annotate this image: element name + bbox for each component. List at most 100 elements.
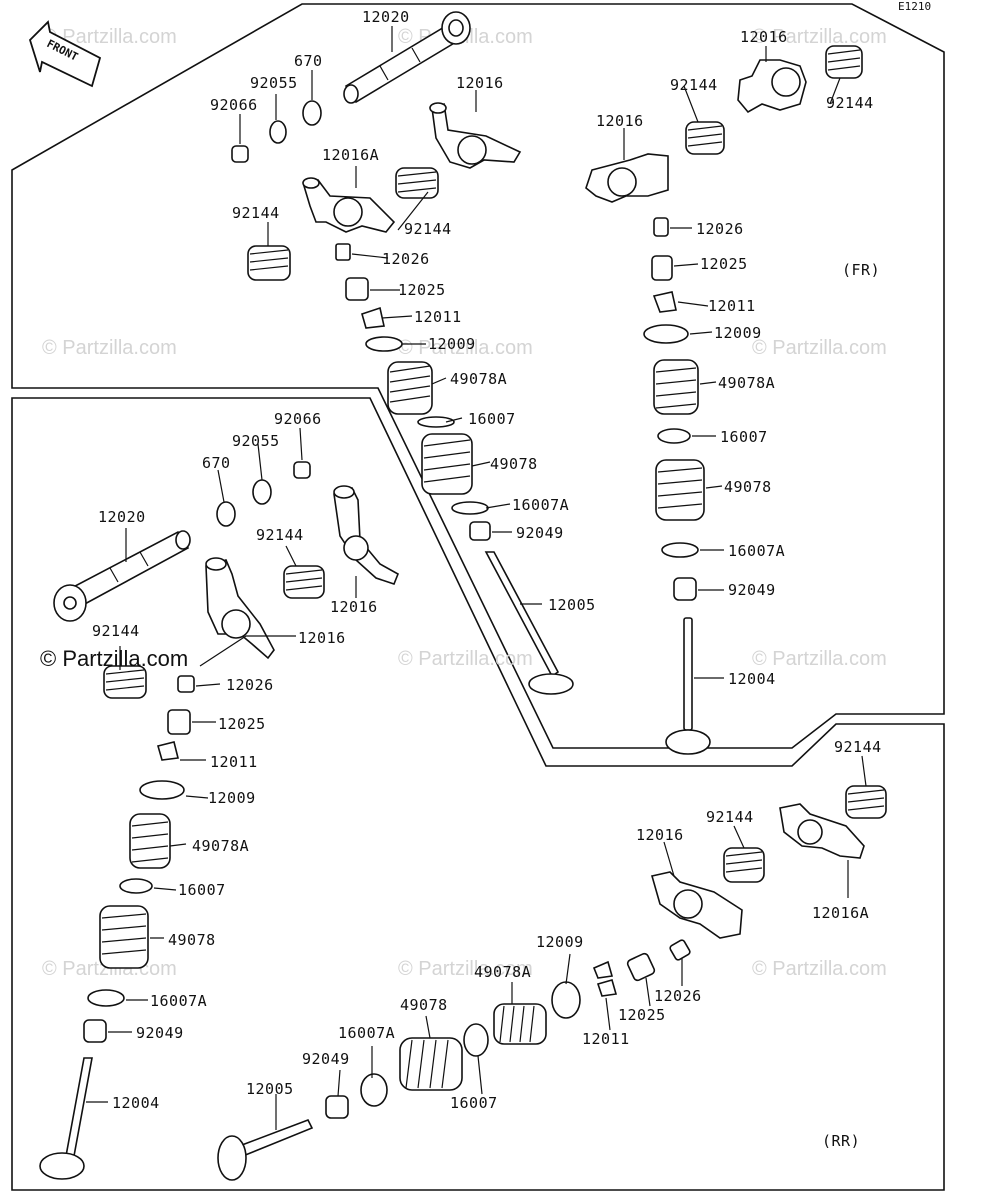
spring-part <box>421 433 473 495</box>
watermark: © Partzilla.com <box>752 26 887 48</box>
rocker-arm-part <box>737 59 807 114</box>
part-number-label: 12025 <box>398 281 446 299</box>
spring-part <box>685 121 725 155</box>
part-number-label: 92055 <box>250 74 298 92</box>
rocker-arm-part <box>650 871 743 939</box>
keeper-part <box>157 741 179 761</box>
valve-part <box>217 1118 314 1181</box>
rocker-arm-part <box>302 177 396 233</box>
tappet-part <box>177 675 195 693</box>
part-number-label: 12020 <box>362 8 410 26</box>
part-number-label: 12025 <box>700 255 748 273</box>
part-number-label: 49078A <box>718 374 775 392</box>
leader-lines <box>86 26 867 1130</box>
part-number-label: 12016A <box>322 146 379 164</box>
watermark: © Partzilla.com <box>752 337 887 359</box>
part-number-label: 12011 <box>210 753 258 771</box>
keeper-part <box>592 960 614 979</box>
seal-part <box>83 1019 107 1043</box>
spring-part <box>493 1003 547 1045</box>
shim-part <box>167 709 191 735</box>
part-number-label: 92144 <box>826 94 874 112</box>
spring-part <box>653 359 699 415</box>
part-number-label: 92066 <box>210 96 258 114</box>
part-number-label: 12011 <box>414 308 462 326</box>
part-number-label: 92144 <box>834 738 882 756</box>
spring-part <box>655 459 705 521</box>
spring-part <box>399 1037 463 1091</box>
section-label-rr: (RR) <box>822 1132 860 1150</box>
part-number-label: 12026 <box>696 220 744 238</box>
keeper-part <box>652 291 677 313</box>
spring-part <box>103 665 147 699</box>
part-number-label: 12009 <box>428 335 476 353</box>
part-number-label: 12016 <box>596 112 644 130</box>
part-number-label: 12016 <box>298 629 346 647</box>
seal-part <box>673 577 697 601</box>
part-number-label: 92144 <box>670 76 718 94</box>
rocker-arm-part <box>205 557 275 660</box>
spring-part <box>395 167 439 199</box>
spring-part <box>825 45 863 79</box>
part-number-label: 92049 <box>136 1024 184 1042</box>
part-number-label: 16007 <box>468 410 516 428</box>
part-number-label: 49078 <box>490 455 538 473</box>
tappet-part <box>335 243 351 261</box>
part-number-label: 92144 <box>706 808 754 826</box>
washer-part <box>463 1023 489 1057</box>
part-number-label: 12025 <box>218 715 266 733</box>
valve-part <box>484 551 574 695</box>
front-arrow-icon: FRONT <box>28 20 102 88</box>
frame-top-section <box>11 3 945 749</box>
part-number-label: 16007 <box>450 1094 498 1112</box>
part-number-label: 92144 <box>232 204 280 222</box>
part-number-label: 92049 <box>516 524 564 542</box>
part-number-label: 12005 <box>246 1080 294 1098</box>
figure-code: E1210 <box>898 0 931 13</box>
keeper-part <box>596 979 618 997</box>
part-number-label: 12020 <box>98 508 146 526</box>
rocker-arm-part <box>429 102 522 169</box>
part-number-label: 12011 <box>582 1030 630 1048</box>
plug-part <box>231 145 249 163</box>
spring-part <box>99 905 149 969</box>
part-number-label: 12026 <box>654 987 702 1005</box>
rocker-arm-part <box>333 485 400 585</box>
part-number-label: 12016A <box>812 904 869 922</box>
part-number-label: 16007 <box>720 428 768 446</box>
spring-part <box>247 245 291 281</box>
o-ring-part <box>302 100 322 126</box>
valve-part <box>665 617 711 755</box>
part-number-label: 12004 <box>728 670 776 688</box>
part-number-label: 12005 <box>548 596 596 614</box>
part-number-label: 49078 <box>400 996 448 1014</box>
part-number-label: 16007 <box>178 881 226 899</box>
watermark: © Partzilla.com <box>42 26 177 48</box>
washer-part <box>661 542 699 558</box>
part-number-label: 92049 <box>728 581 776 599</box>
shim-part <box>651 255 673 281</box>
watermark: © Partzilla.com <box>398 958 533 980</box>
watermark: © Partzilla.com <box>752 958 887 980</box>
part-number-label: 12026 <box>226 676 274 694</box>
o-ring-part <box>216 501 236 527</box>
part-number-label: 16007A <box>728 542 785 560</box>
rocker-shaft-part <box>53 530 191 622</box>
part-number-label: 16007A <box>150 992 207 1010</box>
part-number-label: 49078A <box>474 963 531 981</box>
part-number-label: 92144 <box>92 622 140 640</box>
rocker-shaft-part <box>343 11 471 104</box>
spring-part <box>129 813 171 869</box>
plug-part <box>293 461 311 479</box>
watermark: © Partzilla.com <box>42 337 177 359</box>
part-number-label: 92049 <box>302 1050 350 1068</box>
shim-part <box>345 277 369 301</box>
washer-part <box>417 416 455 428</box>
part-number-label: 12025 <box>618 1006 666 1024</box>
part-number-label: 49078A <box>450 370 507 388</box>
part-number-label: 92144 <box>404 220 452 238</box>
part-number-label: 16007A <box>512 496 569 514</box>
part-number-label: 12016 <box>330 598 378 616</box>
rocker-arm-part <box>585 153 669 203</box>
